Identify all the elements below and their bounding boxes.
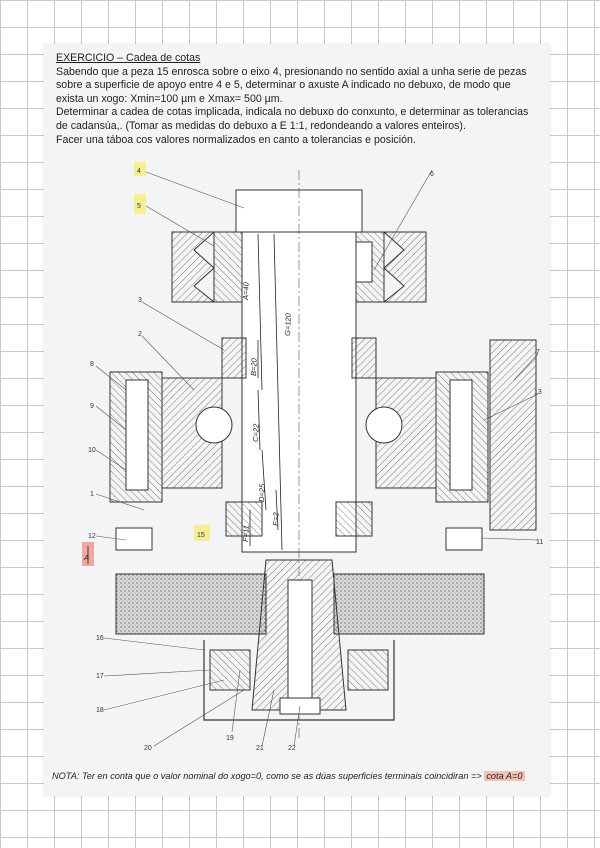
bearing-ball-right xyxy=(365,406,403,444)
exercise-title: EXERCICIO – Cadea de cotas xyxy=(56,52,201,64)
part-label-5: 5 xyxy=(137,203,141,210)
nut-right xyxy=(445,527,483,551)
note-text: NOTA: Ter en conta que o valor nominal d… xyxy=(52,771,482,781)
dim-line-C xyxy=(257,389,261,451)
bolt-right xyxy=(449,379,473,491)
note-highlight: cota A=0 xyxy=(484,771,525,781)
pulley-left xyxy=(171,231,216,303)
footer-note: NOTA: Ter en conta que o valor nominal d… xyxy=(52,771,552,781)
part-label-2: 2 xyxy=(138,331,142,338)
nut-left xyxy=(115,527,153,551)
part-label-17: 17 xyxy=(96,673,104,680)
part-label-8: 8 xyxy=(90,361,94,368)
part-label-1: 1 xyxy=(90,491,94,498)
part-label-20: 20 xyxy=(144,745,152,752)
lower-bolt xyxy=(287,579,313,701)
dim-line-D xyxy=(261,449,267,511)
statement-line: sobre a superficie de apoyo entre 4 e 5,… xyxy=(56,79,511,92)
part-label-21: 21 xyxy=(256,745,264,752)
part-label-7: 7 xyxy=(536,349,540,356)
lower-cup xyxy=(203,640,395,721)
part-label-3: 3 xyxy=(138,297,142,304)
pulley-right xyxy=(382,231,427,303)
dim-label-E: E=2 xyxy=(271,511,280,526)
highlight-label-4 xyxy=(134,162,146,176)
statement-line: de cadansúa,. (Tomar as medidas do debux… xyxy=(56,119,466,132)
dim-line-A xyxy=(257,233,263,391)
highlight-label-5 xyxy=(134,194,146,214)
part-label-16: 16 xyxy=(96,635,104,642)
statement-line: Sabendo que a peza 15 enrosca sobre o ei… xyxy=(56,65,527,78)
dim-line-G xyxy=(273,233,283,551)
frame-right xyxy=(489,339,537,531)
part-label-9: 9 xyxy=(90,403,94,410)
dim-label-B: B=20 xyxy=(249,357,259,376)
dim-label-D: D=25 xyxy=(257,483,267,502)
dim-label-C: C=22 xyxy=(251,423,261,442)
threaded-nut-right xyxy=(335,501,373,537)
pulley-hub-left xyxy=(213,231,243,303)
bearing-ball-left xyxy=(195,406,233,444)
statement-line: Facer una táboa cos valores normalizados… xyxy=(56,133,416,146)
highlight-label-15 xyxy=(194,525,210,541)
part-label-13: 13 xyxy=(534,389,542,396)
base-plate-left xyxy=(115,573,267,635)
lower-ring-left xyxy=(209,649,251,691)
part-label-22: 22 xyxy=(288,745,296,752)
leader-lines xyxy=(95,169,539,747)
lower-ring-right xyxy=(347,649,389,691)
statement-line: exista un xogo: Xmin=100 µm e Xmax= 500 … xyxy=(56,92,283,105)
base-plate-right xyxy=(333,573,485,635)
assembly-drawing: A=40 G=120 B=20 C=22 D=25 E=2 F=11 4 5 6… xyxy=(82,162,543,752)
spacer-right xyxy=(351,337,377,379)
dim-label-F: F=11 xyxy=(241,525,251,542)
part-label-10: 10 xyxy=(88,447,96,454)
statement-line: Determinar a cadea de cotas implicada, i… xyxy=(56,106,529,119)
part-label-11: 11 xyxy=(536,539,543,546)
spacer-left xyxy=(221,337,247,379)
part-label-4: 4 xyxy=(137,168,141,175)
part-label-6: 6 xyxy=(430,171,434,178)
part-label-19: 19 xyxy=(226,735,234,742)
dim-label-A: A=40 xyxy=(241,281,251,301)
dim-label-G: G=120 xyxy=(283,312,293,336)
exercise-header: EXERCICIO – Cadea de cotas Sabendo que a… xyxy=(56,52,546,147)
dim-line-E xyxy=(275,489,279,531)
axis-A-label: A xyxy=(83,553,89,562)
part-label-18: 18 xyxy=(96,707,104,714)
part-label-12: 12 xyxy=(88,533,96,540)
threaded-nut-left xyxy=(225,501,263,537)
bolt-left xyxy=(125,379,149,491)
part-label-15: 15 xyxy=(197,532,205,539)
